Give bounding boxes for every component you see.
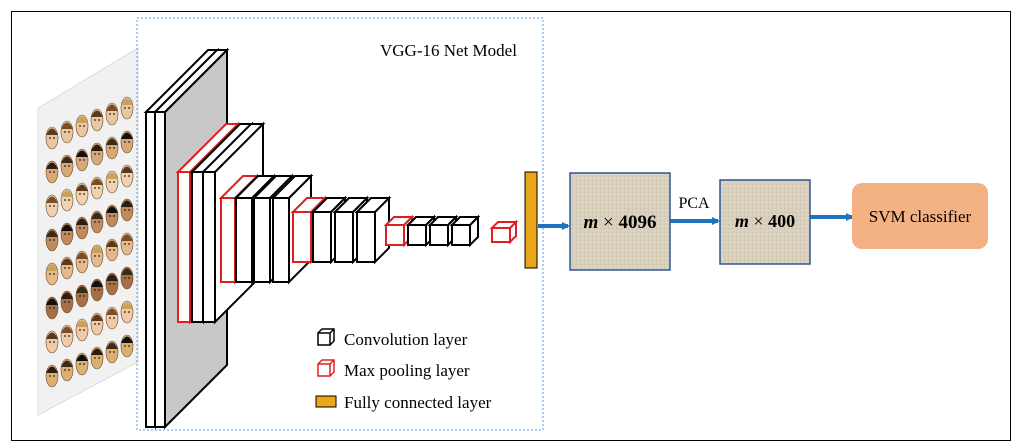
face-thumbnail xyxy=(90,346,104,370)
face-thumbnail xyxy=(90,142,104,166)
face-thumbnail xyxy=(75,216,89,240)
face-thumbnail xyxy=(90,244,104,268)
figure-frame xyxy=(11,11,1011,441)
face-thumbnail xyxy=(105,306,119,330)
face-thumbnail xyxy=(60,324,74,348)
fc-layer-icon xyxy=(315,395,337,408)
face-thumbnail xyxy=(60,290,74,314)
face-thumbnail xyxy=(120,266,134,290)
face-thumbnail xyxy=(45,296,59,320)
face-thumbnail xyxy=(45,262,59,286)
feature-matrix-label-4096: m × 4096 xyxy=(584,212,657,233)
feature-matrix-label-400: m × 400 xyxy=(735,211,795,231)
legend-item-fc: Fully connected layer xyxy=(315,393,492,412)
face-thumbnail xyxy=(90,108,104,132)
convolution-layer xyxy=(354,195,392,265)
face-thumbnail xyxy=(75,182,89,206)
network-layers xyxy=(143,47,519,430)
face-thumbnail xyxy=(45,228,59,252)
face-thumbnail xyxy=(120,164,134,188)
pca-label: PCA xyxy=(678,195,710,212)
face-thumbnail xyxy=(105,170,119,194)
svm-classifier-box xyxy=(852,183,988,249)
fully-connected-layer xyxy=(524,171,538,269)
face-thumbnail xyxy=(120,334,134,358)
face-thumbnail xyxy=(120,300,134,324)
face-thumbnail xyxy=(75,148,89,172)
face-thumbnail xyxy=(45,330,59,354)
legend: Convolution layer Max pooling layer Full… xyxy=(315,328,492,412)
face-thumbnail xyxy=(60,120,74,144)
face-thumbnail xyxy=(90,176,104,200)
legend-label-pool: Max pooling layer xyxy=(344,361,470,380)
feature-matrix-box-400 xyxy=(719,179,811,265)
convolution-layer xyxy=(449,214,481,248)
face-thumbnail xyxy=(120,198,134,222)
face-thumbnail xyxy=(60,256,74,280)
face-thumbnail xyxy=(90,278,104,302)
face-thumbnail xyxy=(120,130,134,154)
convolution-layer xyxy=(427,214,459,248)
feature-matrix-box-4096 xyxy=(569,172,671,271)
face-thumbnail xyxy=(105,238,119,262)
face-thumbnail xyxy=(45,126,59,150)
face-thumbnail xyxy=(60,358,74,382)
face-thumbnail xyxy=(105,340,119,364)
face-thumbnail xyxy=(45,194,59,218)
face-thumbnail xyxy=(75,352,89,376)
face-thumbnail xyxy=(75,284,89,308)
model-title: VGG-16 Net Model xyxy=(380,41,517,60)
face-grid-image xyxy=(37,47,139,416)
face-thumbnail xyxy=(60,154,74,178)
face-thumbnail xyxy=(75,114,89,138)
max-pooling-layer xyxy=(489,219,519,245)
face-thumbnail xyxy=(90,312,104,336)
face-thumbnail xyxy=(90,210,104,234)
face-thumbnail xyxy=(60,188,74,212)
face-thumbnail xyxy=(75,318,89,342)
face-thumbnail xyxy=(120,232,134,256)
conv-layer-icon xyxy=(317,328,335,346)
face-thumbnail xyxy=(120,96,134,120)
face-thumbnail xyxy=(105,136,119,160)
face-thumbnail xyxy=(45,364,59,388)
face-thumbnail xyxy=(60,222,74,246)
legend-item-conv: Convolution layer xyxy=(317,328,468,349)
svm-classifier-label: SVM classifier xyxy=(869,207,972,226)
face-thumbnail xyxy=(45,160,59,184)
face-thumbnail xyxy=(105,272,119,296)
legend-label-conv: Convolution layer xyxy=(344,330,468,349)
face-thumbnail xyxy=(105,204,119,228)
face-thumbnail xyxy=(105,102,119,126)
pool-layer-icon xyxy=(317,359,335,377)
face-thumbnail xyxy=(75,250,89,274)
legend-label-fc: Fully connected layer xyxy=(344,393,492,412)
legend-item-pool: Max pooling layer xyxy=(317,359,470,380)
